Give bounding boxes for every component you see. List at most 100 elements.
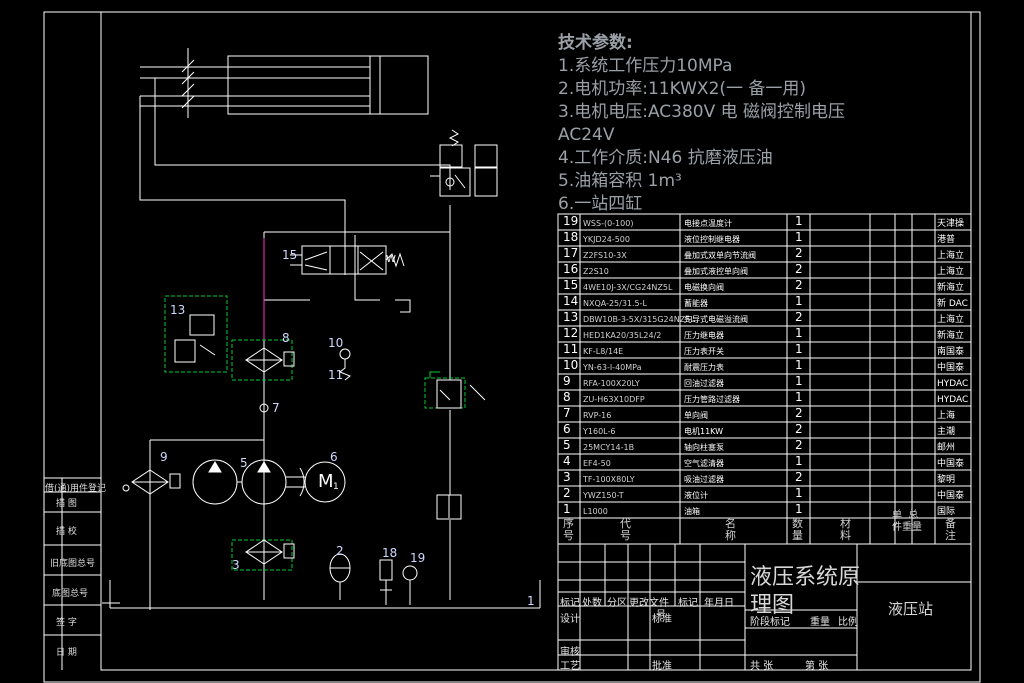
parts-cell-qty: 1 [795, 342, 803, 356]
drawing-title: 液压系统原理图 [750, 565, 861, 618]
label-doc: 更改文件 [629, 598, 669, 609]
parts-cell-code: Z2S10 [583, 267, 609, 276]
parts-cell-maker: 中国泰 [937, 491, 965, 501]
parts-cell-code: ZU-H63X10DFP [583, 395, 645, 404]
parts-cell-maker: 新海立 [937, 331, 965, 341]
parts-cell-no: 17 [563, 246, 579, 260]
label-std: 标准 [652, 614, 672, 625]
header-code: 代 号 [620, 517, 631, 542]
parts-cell-name: 油箱 [684, 507, 700, 516]
parts-cell-qty: 1 [795, 214, 803, 228]
parts-list-grid [557, 213, 972, 545]
component-number: 1 [527, 594, 535, 608]
component-number: 11 [328, 368, 344, 382]
parts-cell-qty: 2 [795, 438, 803, 452]
parts-cell-maker: 上海 [937, 411, 956, 421]
motor-sub: 1 [333, 482, 339, 492]
parts-cell-code: TF-100X80LY [583, 475, 635, 484]
side-label: 旧底图总号 [50, 559, 96, 569]
label-stage: 阶段标记 [750, 617, 790, 628]
component-number: 2 [336, 544, 344, 558]
parts-cell-qty: 1 [795, 374, 803, 388]
parts-cell-name: 液位控制继电器 [684, 235, 740, 244]
parts-cell-no: 9 [563, 374, 571, 388]
parts-cell-name: 吸油过滤器 [684, 475, 724, 484]
parts-cell-maker: 中国泰 [937, 363, 965, 373]
parts-cell-maker: HYDAC [937, 395, 969, 405]
parts-cell-maker: 新海立 [937, 283, 965, 293]
component-number: 8 [282, 331, 290, 345]
parts-cell-qty: 1 [795, 486, 803, 500]
side-label: 底图总号 [52, 589, 89, 599]
parts-cell-name: 压力继电器 [684, 331, 724, 340]
parts-cell-maker: 南国泰 [937, 347, 965, 357]
component-number: 9 [160, 450, 168, 464]
parts-cell-code: RVP-16 [583, 411, 612, 420]
parts-cell-no: 5 [563, 438, 571, 452]
parts-cell-maker: 主潮 [937, 427, 956, 437]
side-label: 描 图 [56, 499, 77, 509]
parts-cell-name: 空气滤清器 [684, 459, 724, 468]
component-number: 19 [410, 551, 426, 565]
header-remark: 备 注 [945, 517, 956, 542]
parts-cell-maker: 国际 [937, 507, 956, 517]
drawing-name: 液压站 [888, 600, 934, 618]
parts-cell-no: 3 [563, 470, 571, 484]
parts-cell-maker: 新 DAC [937, 299, 968, 309]
pressure-valve-right [436, 379, 486, 520]
label-ymd: 年月日 [704, 598, 734, 609]
parts-cell-no: 1 [563, 502, 571, 516]
spec-line: 6.一站四缸 [558, 194, 643, 214]
parts-cell-name: 电磁换向阀 [684, 283, 724, 292]
label-review: 审核 [560, 647, 580, 658]
valve-label: W [386, 254, 396, 265]
parts-cell-name: 叠加式液控单向阀 [684, 267, 748, 276]
parts-cell-code: YN-63-I-40MPa [583, 363, 642, 372]
parts-cell-qty: 2 [795, 470, 803, 484]
directional-valve [290, 245, 405, 275]
parts-cell-code: YKJD24-500 [583, 235, 630, 244]
parts-cell-qty: 2 [795, 278, 803, 292]
filter-8 [245, 347, 295, 373]
spec-line: AC24V [558, 125, 615, 145]
label-sheet: 第 张 [805, 661, 829, 672]
parts-cell-name: 轴向柱塞泵 [684, 443, 724, 452]
parts-cell-qty: 2 [795, 310, 803, 324]
level-relay [379, 559, 393, 605]
parts-cell-no: 19 [563, 214, 579, 228]
thermometer [402, 565, 418, 605]
parts-cell-qty: 1 [795, 230, 803, 244]
component-number: 13 [170, 303, 186, 317]
parts-cell-code: Y160L-6 [583, 427, 616, 436]
parts-cell-code: KF-L8/14E [583, 347, 624, 356]
parts-cell-maker: HYDAC [937, 379, 969, 389]
spec-line: 2.电机功率:11KWX2(一 备一用) [558, 79, 807, 99]
parts-cell-qty: 1 [795, 326, 803, 340]
parts-cell-code: DBW10B-3-5X/315G24NZ5L [583, 315, 695, 324]
header-material: 材 料 [840, 517, 851, 542]
parts-cell-qty: 1 [795, 390, 803, 404]
parts-cell-code: 4WE10J-3X/CG24NZ5L [583, 283, 673, 292]
parts-cell-maker: 中国泰 [937, 459, 965, 469]
spec-line: 1.系统工作压力10MPa [558, 56, 733, 76]
parts-cell-maker: 上海立 [937, 315, 965, 325]
parts-cell-name: 电接点温度计 [684, 219, 732, 228]
parts-cell-name: 先导式电磁溢流阀 [684, 315, 748, 324]
throttle-valve [430, 129, 498, 197]
specs-heading: 技术参数: [558, 33, 633, 53]
parts-cell-name: 压力表开关 [684, 347, 724, 356]
parts-cell-code: 25MCY14-1B [583, 443, 635, 452]
relief-valve-group [164, 295, 466, 571]
parts-cell-name: 回油过滤器 [684, 379, 724, 388]
title-block-grid [557, 543, 972, 671]
parts-cell-no: 11 [563, 342, 579, 356]
label-count: 处数 [582, 598, 602, 609]
component-number: 18 [382, 546, 398, 560]
parts-cell-code: HED1KA20/35L24/2 [583, 331, 662, 340]
side-block-lines [44, 477, 101, 670]
label-date-mark: 标记 [678, 598, 698, 609]
header-no: 序 号 [563, 517, 574, 542]
parts-cell-maker: 港普 [937, 235, 956, 245]
parts-cell-code: Z2FS10-3X [583, 251, 627, 260]
parts-cell-no: 16 [563, 262, 579, 276]
